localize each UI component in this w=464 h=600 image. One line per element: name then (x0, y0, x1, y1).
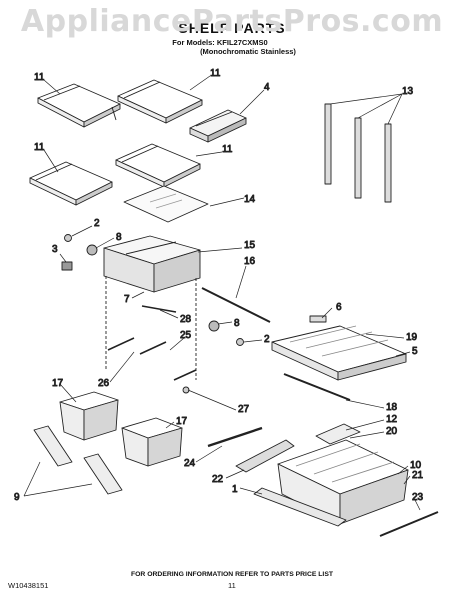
callout-label: 27 (238, 404, 250, 415)
callout-label: 9 (14, 492, 20, 503)
shelf-11-a (37, 83, 121, 128)
leader-lines (23, 75, 421, 511)
callout-label: 26 (98, 378, 110, 389)
callout-label: 7 (124, 294, 130, 305)
wire-shelf-5 (271, 315, 407, 401)
rod-16 (201, 287, 271, 323)
callout-label: 5 (412, 346, 418, 357)
callout-label: 13 (402, 86, 414, 97)
bin-4 (189, 109, 247, 143)
callout-label: 12 (386, 414, 398, 425)
callout-label: 14 (244, 194, 256, 205)
callout-label: 23 (412, 492, 424, 503)
watermark: AppliancePartsPros.com (20, 4, 444, 39)
glass-shelf-14 (123, 185, 209, 223)
callout-label: 24 (184, 458, 196, 469)
callout-label: 11 (34, 72, 45, 83)
callout-label: 16 (244, 256, 256, 267)
kick-plate-1 (253, 487, 347, 527)
callout-label: 2 (94, 218, 100, 229)
doc-number: W10438151 (8, 581, 49, 590)
callout-label: 11 (34, 142, 45, 153)
crisper-frame-15 (103, 235, 201, 380)
shelf-11-d (115, 143, 201, 188)
callout-label: 20 (386, 426, 398, 437)
callout-label: 2 (264, 334, 270, 345)
crisper-drawer-17-a (59, 391, 119, 441)
crisper-drawer-17-b (121, 417, 183, 467)
shelf-11-b (117, 79, 203, 124)
callout-label: 6 (336, 302, 342, 313)
callout-label: 11 (210, 68, 221, 79)
callout-labels: 11 11 4 13 11 11 14 2 8 3 15 16 7 28 6 8… (14, 68, 424, 504)
callout-label: 8 (116, 232, 122, 243)
slide-parts (207, 426, 295, 473)
models-line: For Models: KFIL27CXMS0 (172, 38, 268, 47)
rail-23 (379, 511, 439, 537)
rails-13 (324, 103, 392, 203)
callout-label: 3 (52, 244, 58, 255)
hardware-parts (61, 234, 244, 394)
callout-label: 25 (180, 330, 192, 341)
callout-label: 18 (386, 402, 398, 413)
callout-label: 8 (234, 318, 240, 329)
callout-label: 10 (410, 460, 422, 471)
finish-line: (Monochromatic Stainless) (200, 47, 296, 56)
page-number: 11 (228, 581, 236, 590)
callout-label: 17 (52, 378, 64, 389)
callout-label: 17 (176, 416, 188, 427)
diagram-title: SHELF PARTS (178, 20, 286, 36)
callout-label: 11 (222, 144, 233, 155)
callout-label: 21 (412, 470, 424, 481)
shelf-11-c (29, 161, 113, 206)
freezer-basket-10 (277, 423, 409, 525)
callout-label: 28 (180, 314, 192, 325)
callout-label: 19 (406, 332, 418, 343)
drawer-fronts-9 (33, 425, 123, 495)
callout-label: 15 (244, 240, 256, 251)
callout-label: 4 (264, 82, 270, 93)
ordering-note: FOR ORDERING INFORMATION REFER TO PARTS … (130, 571, 334, 578)
callout-label: 22 (212, 474, 224, 485)
callout-label: 1 (232, 484, 238, 495)
